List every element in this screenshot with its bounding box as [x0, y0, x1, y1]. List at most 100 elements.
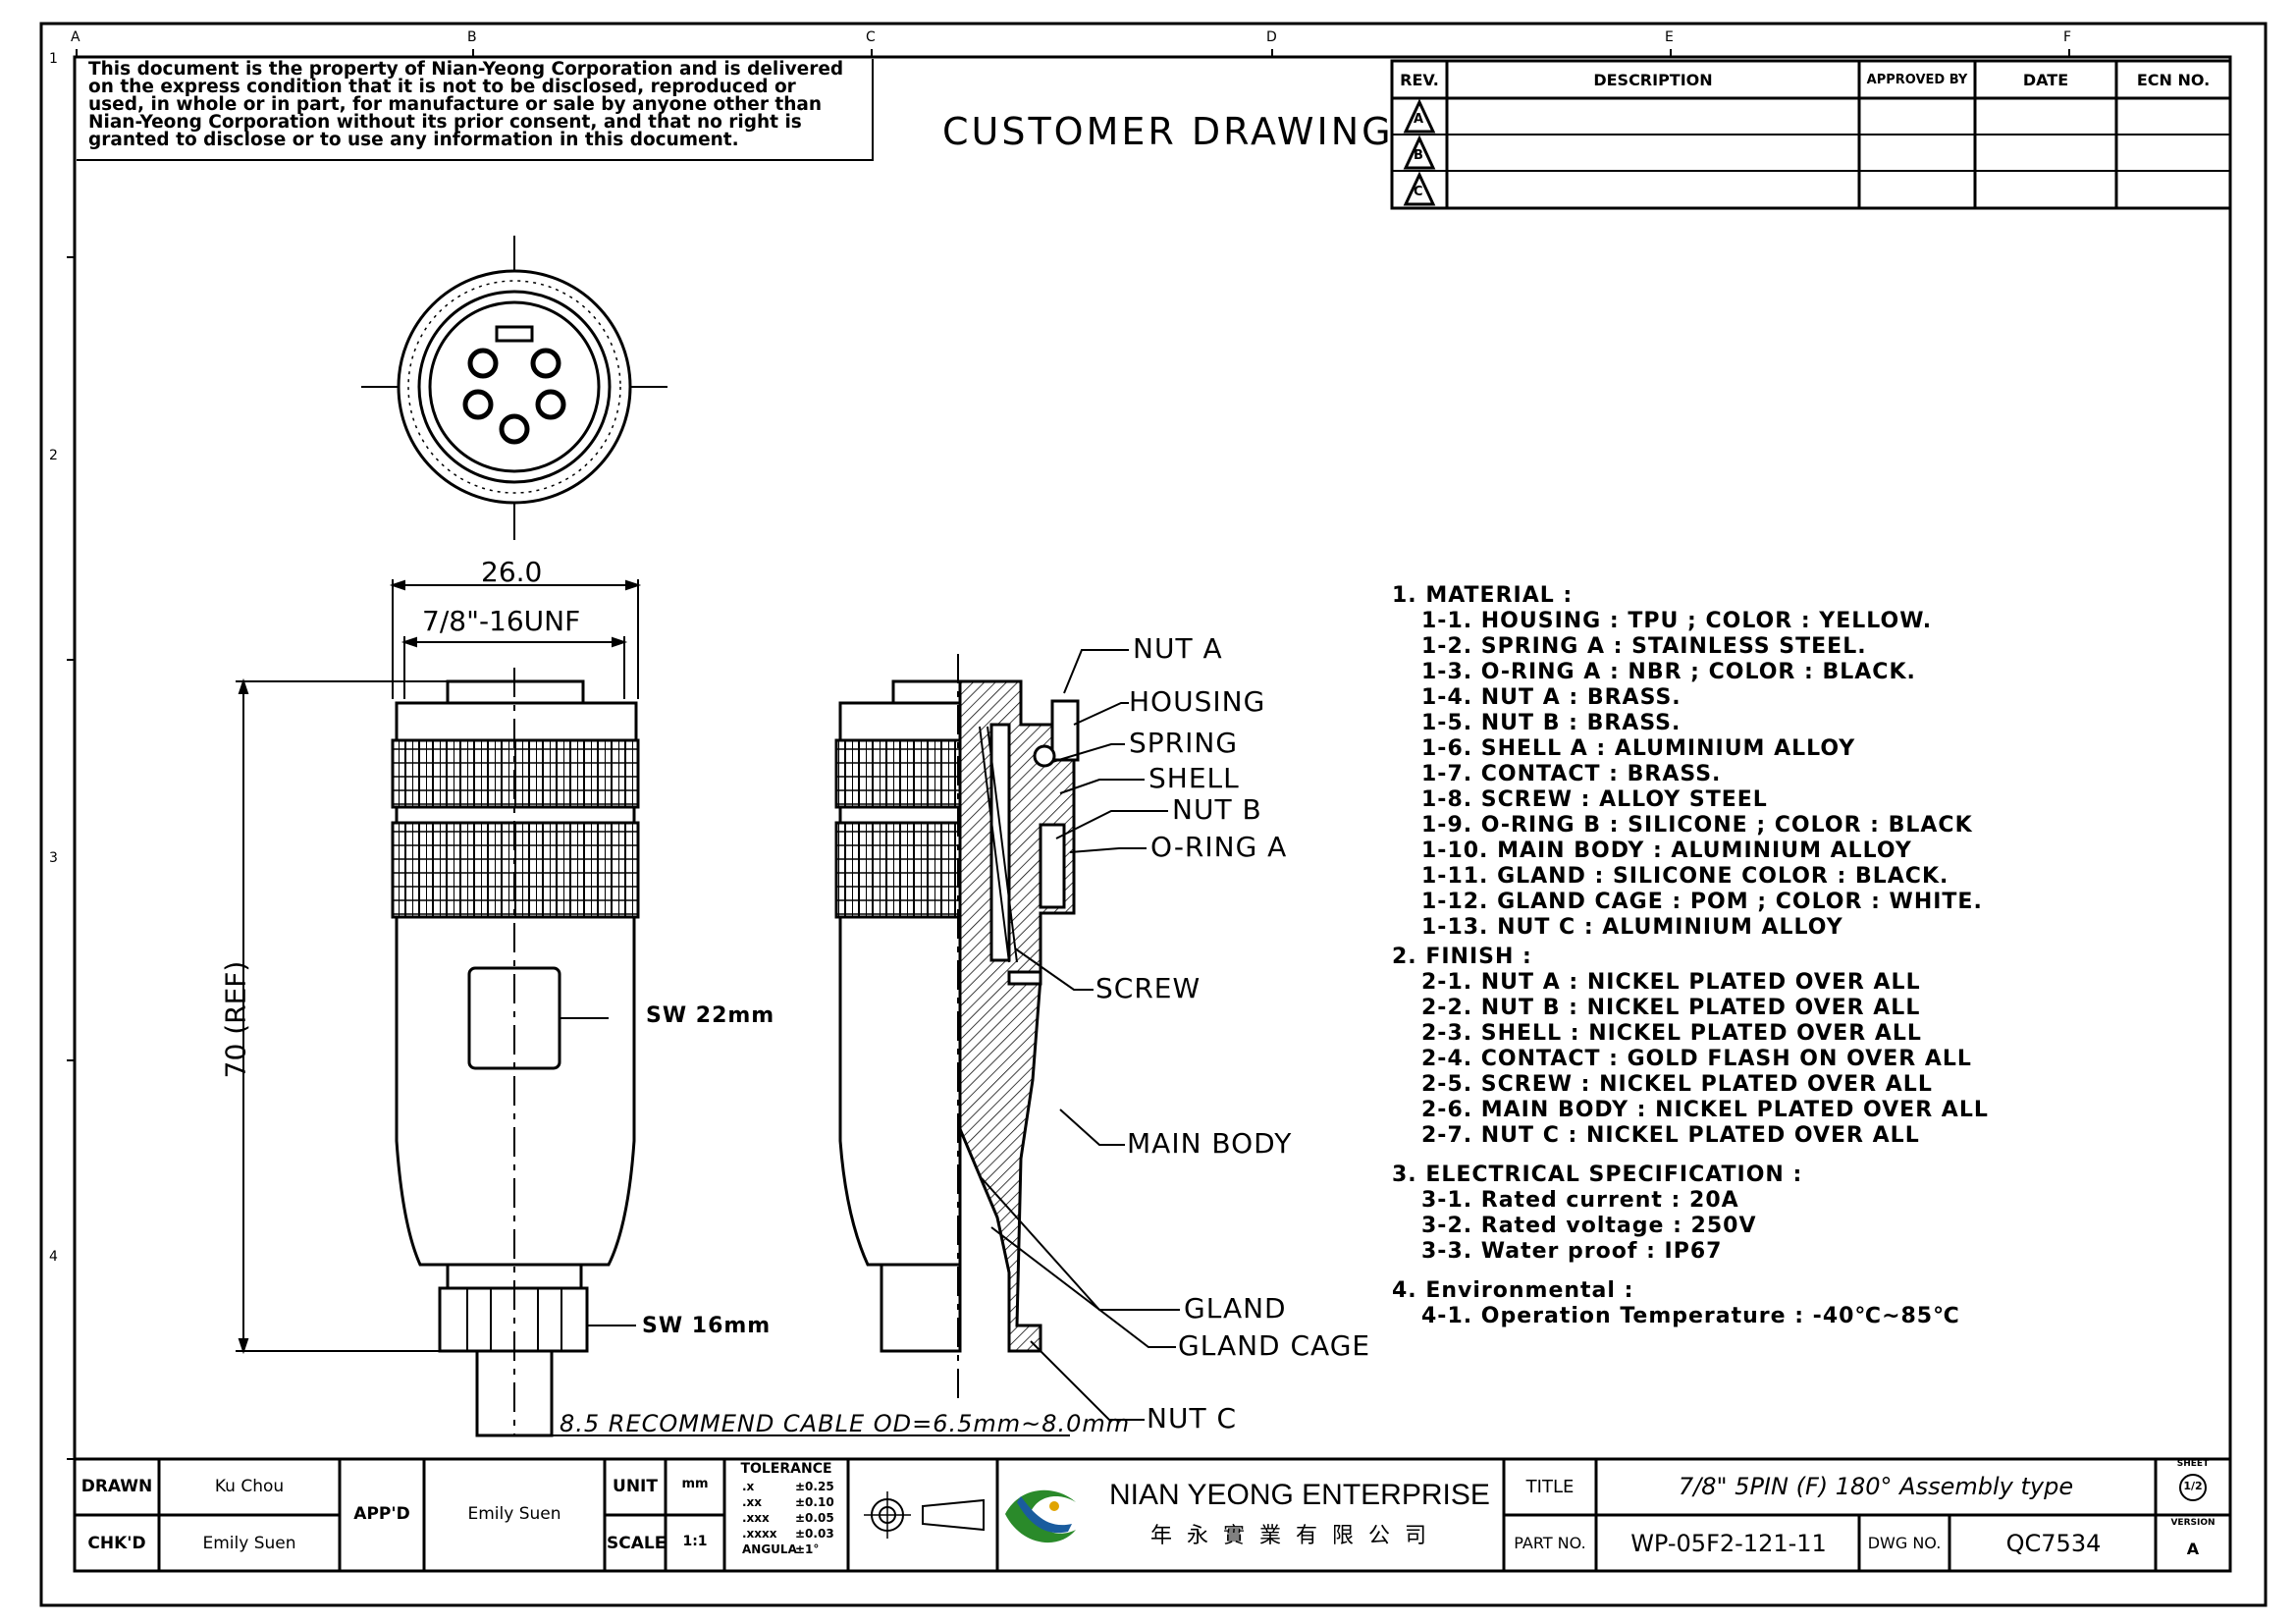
zone-label-col: B — [467, 29, 477, 45]
spec-section: 2. FINISH : — [1392, 945, 1532, 969]
tol-value: ±1° — [795, 1542, 820, 1556]
zone-label-row: 2 — [49, 448, 58, 463]
zone-label-col: D — [1266, 29, 1277, 45]
specification-notes: 1. MATERIAL : 1-1. HOUSING : TPU ; COLOR… — [1392, 579, 1989, 1329]
callout-screw: SCREW — [1095, 972, 1201, 1004]
dim-cable: 8.5 RECOMMEND CABLE OD=6.5mm~8.0mm — [560, 1410, 1131, 1437]
spec-item: 2-7. NUT C : NICKEL PLATED OVER ALL — [1421, 1123, 1920, 1148]
dwg-no-label: DWG NO. — [1867, 1534, 1942, 1552]
spec-item: 1-10. MAIN BODY : ALUMINIUM ALLOY — [1421, 839, 1912, 863]
confidentiality-notice: This document is the property of Nian-Ye… — [88, 60, 864, 150]
revision-table — [1390, 59, 2232, 210]
chkd-label: CHK'D — [87, 1534, 146, 1553]
tol-key: ANGULA — [742, 1542, 797, 1556]
spec-item: 2-1. NUT A : NICKEL PLATED OVER ALL — [1421, 970, 1921, 995]
callout-housing: HOUSING — [1129, 685, 1266, 718]
tolerance-table: .x±0.25 .xx±0.10 .xxx±0.05 .xxxx±0.03 AN… — [742, 1479, 834, 1557]
spec-section: 4. Environmental : — [1392, 1278, 1634, 1303]
zone-label-row: 1 — [49, 51, 58, 67]
spec-item: 2-5. SCREW : NICKEL PLATED OVER ALL — [1421, 1072, 1933, 1097]
spec-item: 1-2. SPRING A : STAINLESS STEEL. — [1421, 634, 1867, 659]
leader-lines — [981, 649, 1180, 1421]
spec-item: 2-3. SHELL : NICKEL PLATED OVER ALL — [1421, 1021, 1922, 1046]
chkd-value: Emily Suen — [202, 1534, 296, 1553]
scale-value: 1:1 — [682, 1534, 708, 1549]
connector-section-view — [834, 654, 1080, 1404]
spec-item: 3-3. Water proof : IP67 — [1421, 1239, 1723, 1264]
spec-item: 1-7. CONTACT : BRASS. — [1421, 762, 1722, 786]
part-no-label: PART NO. — [1514, 1534, 1586, 1552]
dim-sw-nut: SW 16mm — [642, 1314, 772, 1338]
callout-gland: GLAND — [1184, 1292, 1287, 1325]
date-header: DATE — [2022, 71, 2069, 89]
tol-value: ±0.10 — [795, 1495, 834, 1509]
version-label: VERSION — [2170, 1518, 2216, 1528]
dwg-no-value: QC7534 — [2005, 1530, 2102, 1557]
spec-section: 1. MATERIAL : — [1392, 583, 1574, 608]
callout-spring: SPRING — [1129, 727, 1239, 759]
title-label: TITLE — [1525, 1477, 1575, 1497]
callout-o-ring-a: O-RING A — [1150, 831, 1288, 863]
version-value: A — [2186, 1540, 2200, 1558]
notice-line: granted to disclose or to use any inform… — [88, 130, 739, 150]
connector-side-view — [391, 668, 640, 1437]
drawing-type-title: CUSTOMER DRAWING — [942, 110, 1394, 153]
outer-frame — [39, 22, 2268, 1607]
zone-label-col: A — [71, 29, 80, 45]
callout-nut-a: NUT A — [1133, 632, 1223, 665]
company-name-chinese: 年 永 實 業 有 限 公 司 — [1150, 1524, 1430, 1548]
confidentiality-notice-box — [77, 59, 874, 161]
dim-sw-body: SW 22mm — [646, 1003, 775, 1028]
tolerance-label: TOLERANCE — [740, 1461, 832, 1477]
ecn-header: ECN NO. — [2136, 71, 2211, 89]
rev-b-label: B — [1414, 148, 1423, 163]
dimension-lines — [236, 579, 1070, 1436]
company-name: NIAN YEONG ENTERPRISE — [1109, 1479, 1490, 1511]
notice-line: used, in whole or in part, for manufactu… — [88, 94, 823, 115]
description-header: DESCRIPTION — [1593, 71, 1713, 89]
spec-item: 3-2. Rated voltage : 250V — [1421, 1214, 1757, 1238]
drawn-value: Ku Chou — [214, 1477, 285, 1496]
appd-label: APP'D — [353, 1504, 410, 1524]
spec-item: 1-3. O-RING A : NBR ; COLOR : BLACK. — [1421, 660, 1916, 684]
notice-line: Nian-Yeong Corporation without its prior… — [88, 112, 802, 133]
spec-item: 3-1. Rated current : 20A — [1421, 1188, 1739, 1213]
spec-item: 1-12. GLAND CAGE : POM ; COLOR : WHITE. — [1421, 890, 1983, 914]
sheet-label: SHEET — [2176, 1459, 2210, 1469]
spec-item: 4-1. Operation Temperature : -40℃~85℃ — [1421, 1304, 1960, 1328]
tol-key: .xxxx — [742, 1527, 777, 1541]
spec-item: 1-6. SHELL A : ALUMINIUM ALLOY — [1421, 736, 1856, 761]
appd-value: Emily Suen — [467, 1504, 561, 1524]
spec-item: 1-1. HOUSING : TPU ; COLOR : YELLOW. — [1421, 609, 1933, 633]
tol-key: .x — [742, 1480, 755, 1493]
rev-header: REV. — [1400, 71, 1439, 89]
dim-thread: 7/8"-16UNF — [422, 605, 581, 637]
scale-label: SCALE — [607, 1534, 667, 1553]
rev-c-label: C — [1414, 185, 1423, 199]
title-block-grid — [73, 1457, 2232, 1573]
drawing-title: 7/8" 5PIN (F) 180° Assembly type — [1678, 1473, 2074, 1500]
tol-value: ±0.03 — [795, 1527, 834, 1541]
zone-label-col: E — [1665, 29, 1674, 45]
rev-a-label: A — [1414, 112, 1424, 127]
connector-front-view — [361, 236, 667, 540]
callout-gland-cage: GLAND CAGE — [1178, 1329, 1371, 1362]
callout-shell: SHELL — [1148, 762, 1240, 794]
spec-section: 3. ELECTRICAL SPECIFICATION : — [1392, 1163, 1803, 1187]
tol-value: ±0.05 — [795, 1511, 834, 1525]
company-logo — [1005, 1489, 1076, 1543]
callout-nut-b: NUT B — [1172, 793, 1262, 826]
unit-label: UNIT — [613, 1477, 658, 1496]
zone-label-row: 3 — [49, 850, 58, 866]
zone-label-col: F — [2063, 29, 2072, 45]
spec-item: 1-13. NUT C : ALUMINIUM ALLOY — [1421, 915, 1843, 940]
part-no-value: WP-05F2-121-11 — [1630, 1530, 1827, 1557]
spec-item: 1-8. SCREW : ALLOY STEEL — [1421, 787, 1768, 812]
spec-item: 1-5. NUT B : BRASS. — [1421, 711, 1682, 735]
callout-nut-c: NUT C — [1147, 1402, 1237, 1434]
unit-value: mm — [681, 1477, 709, 1491]
spec-item: 1-11. GLAND : SILICONE COLOR : BLACK. — [1421, 864, 1949, 889]
zone-label-row: 4 — [49, 1249, 58, 1265]
dim-width: 26.0 — [481, 556, 543, 588]
